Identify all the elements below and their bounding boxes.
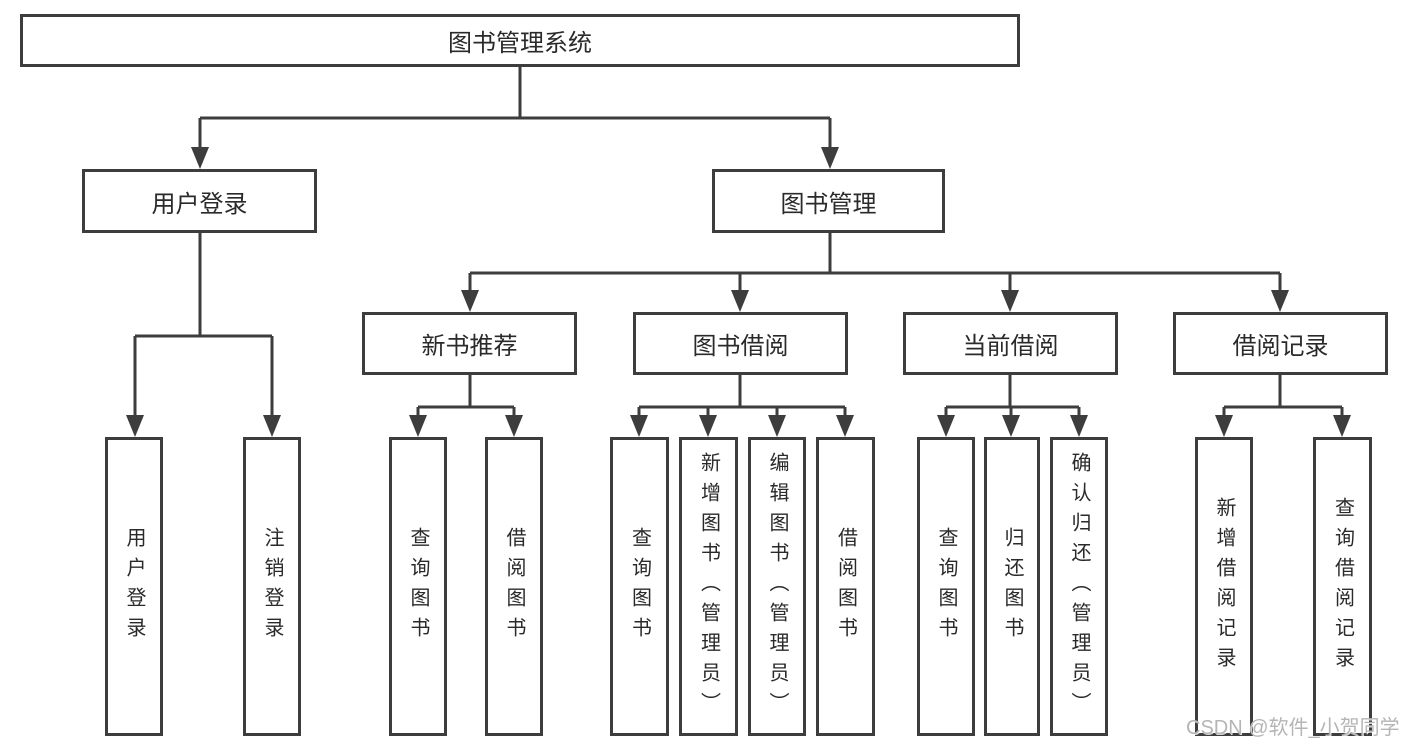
node-label: 新书推荐 xyxy=(421,333,518,360)
arrowhead-down-icon xyxy=(1333,415,1351,437)
connector-root-to-level2 xyxy=(191,67,839,169)
node-label: 图书管理 xyxy=(780,190,877,218)
leaf-newbooks-borrow-books: 借阅图书 xyxy=(485,437,543,736)
leaf-borrow-query-books: 查询图书 xyxy=(610,437,669,736)
node-label: 借阅记录 xyxy=(1232,333,1329,360)
node-root-system: 图书管理系统 xyxy=(20,14,1020,67)
node-label: 查询图书 xyxy=(628,526,651,647)
node-label: 用户登录 xyxy=(123,526,145,647)
arrowhead-down-icon xyxy=(937,415,955,437)
leaf-borrow-edit-books-admin: 编辑图书（管理员） xyxy=(748,437,806,736)
connector-current-borrow-to-leaves xyxy=(937,375,1088,437)
node-label: 查询借阅记录 xyxy=(1331,496,1354,677)
node-label: 借阅图书 xyxy=(503,526,525,647)
arrowhead-down-icon xyxy=(821,147,839,169)
arrowhead-down-icon xyxy=(126,415,144,437)
connector-borrow-records-to-leaves xyxy=(1215,375,1351,437)
node-label: 用户登录 xyxy=(151,190,248,218)
leaf-borrow-borrow-books: 借阅图书 xyxy=(816,437,875,736)
leaf-records-add-record: 新增借阅记录 xyxy=(1195,437,1253,736)
node-label: 查询图书 xyxy=(935,526,957,647)
node-label: 新增图书（管理员） xyxy=(697,451,720,722)
arrowhead-down-icon xyxy=(630,415,648,437)
connector-new-books-to-leaves xyxy=(409,375,523,437)
node-label: 图书借阅 xyxy=(692,333,789,360)
node-label: 归还图书 xyxy=(1001,526,1023,647)
leaf-newbooks-query-books: 查询图书 xyxy=(389,437,447,736)
arrowhead-down-icon xyxy=(505,415,523,437)
arrowhead-down-icon xyxy=(699,415,717,437)
leaf-logout: 注销登录 xyxy=(243,437,301,736)
connector-book-mgmt-to-level3 xyxy=(461,233,1289,312)
node-label: 当前借阅 xyxy=(962,333,1059,360)
arrowhead-down-icon xyxy=(768,415,786,437)
node-label: 查询图书 xyxy=(407,526,429,647)
arrowhead-down-icon xyxy=(263,415,281,437)
connector-book-borrow-to-leaves xyxy=(630,375,854,437)
node-label: 注销登录 xyxy=(261,526,283,647)
leaf-records-query-record: 查询借阅记录 xyxy=(1313,437,1372,736)
node-label: 编辑图书（管理员） xyxy=(766,451,788,722)
arrowhead-down-icon xyxy=(1070,415,1088,437)
node-borrow-records: 借阅记录 xyxy=(1173,312,1388,375)
leaf-current-query-books: 查询图书 xyxy=(917,437,975,736)
arrowhead-down-icon xyxy=(1002,415,1020,437)
node-label: 新增借阅记录 xyxy=(1213,496,1235,677)
arrowhead-down-icon xyxy=(1215,415,1233,437)
node-label: 图书管理系统 xyxy=(448,30,592,57)
node-label: 借阅图书 xyxy=(834,526,857,647)
node-book-management: 图书管理 xyxy=(712,169,945,233)
arrowhead-down-icon xyxy=(1271,290,1289,312)
node-user-login: 用户登录 xyxy=(82,169,317,233)
arrowhead-down-icon xyxy=(1001,290,1019,312)
node-label: 确认归还（管理员） xyxy=(1068,451,1090,722)
node-current-borrow: 当前借阅 xyxy=(903,312,1118,375)
connector-user-login-to-leaves xyxy=(126,233,281,437)
node-new-book-recommend: 新书推荐 xyxy=(362,312,577,375)
arrowhead-down-icon xyxy=(731,290,749,312)
csdn-watermark: CSDN @软件_小贺同学 xyxy=(1186,717,1400,739)
leaf-borrow-add-books-admin: 新增图书（管理员） xyxy=(679,437,738,736)
leaf-current-return-books: 归还图书 xyxy=(984,437,1040,736)
arrowhead-down-icon xyxy=(461,290,479,312)
arrowhead-down-icon xyxy=(191,147,209,169)
leaf-user-login: 用户登录 xyxy=(105,437,163,736)
arrowhead-down-icon xyxy=(836,415,854,437)
leaf-current-confirm-return-admin: 确认归还（管理员） xyxy=(1050,437,1108,736)
node-book-borrow: 图书借阅 xyxy=(633,312,848,375)
arrowhead-down-icon xyxy=(409,415,427,437)
